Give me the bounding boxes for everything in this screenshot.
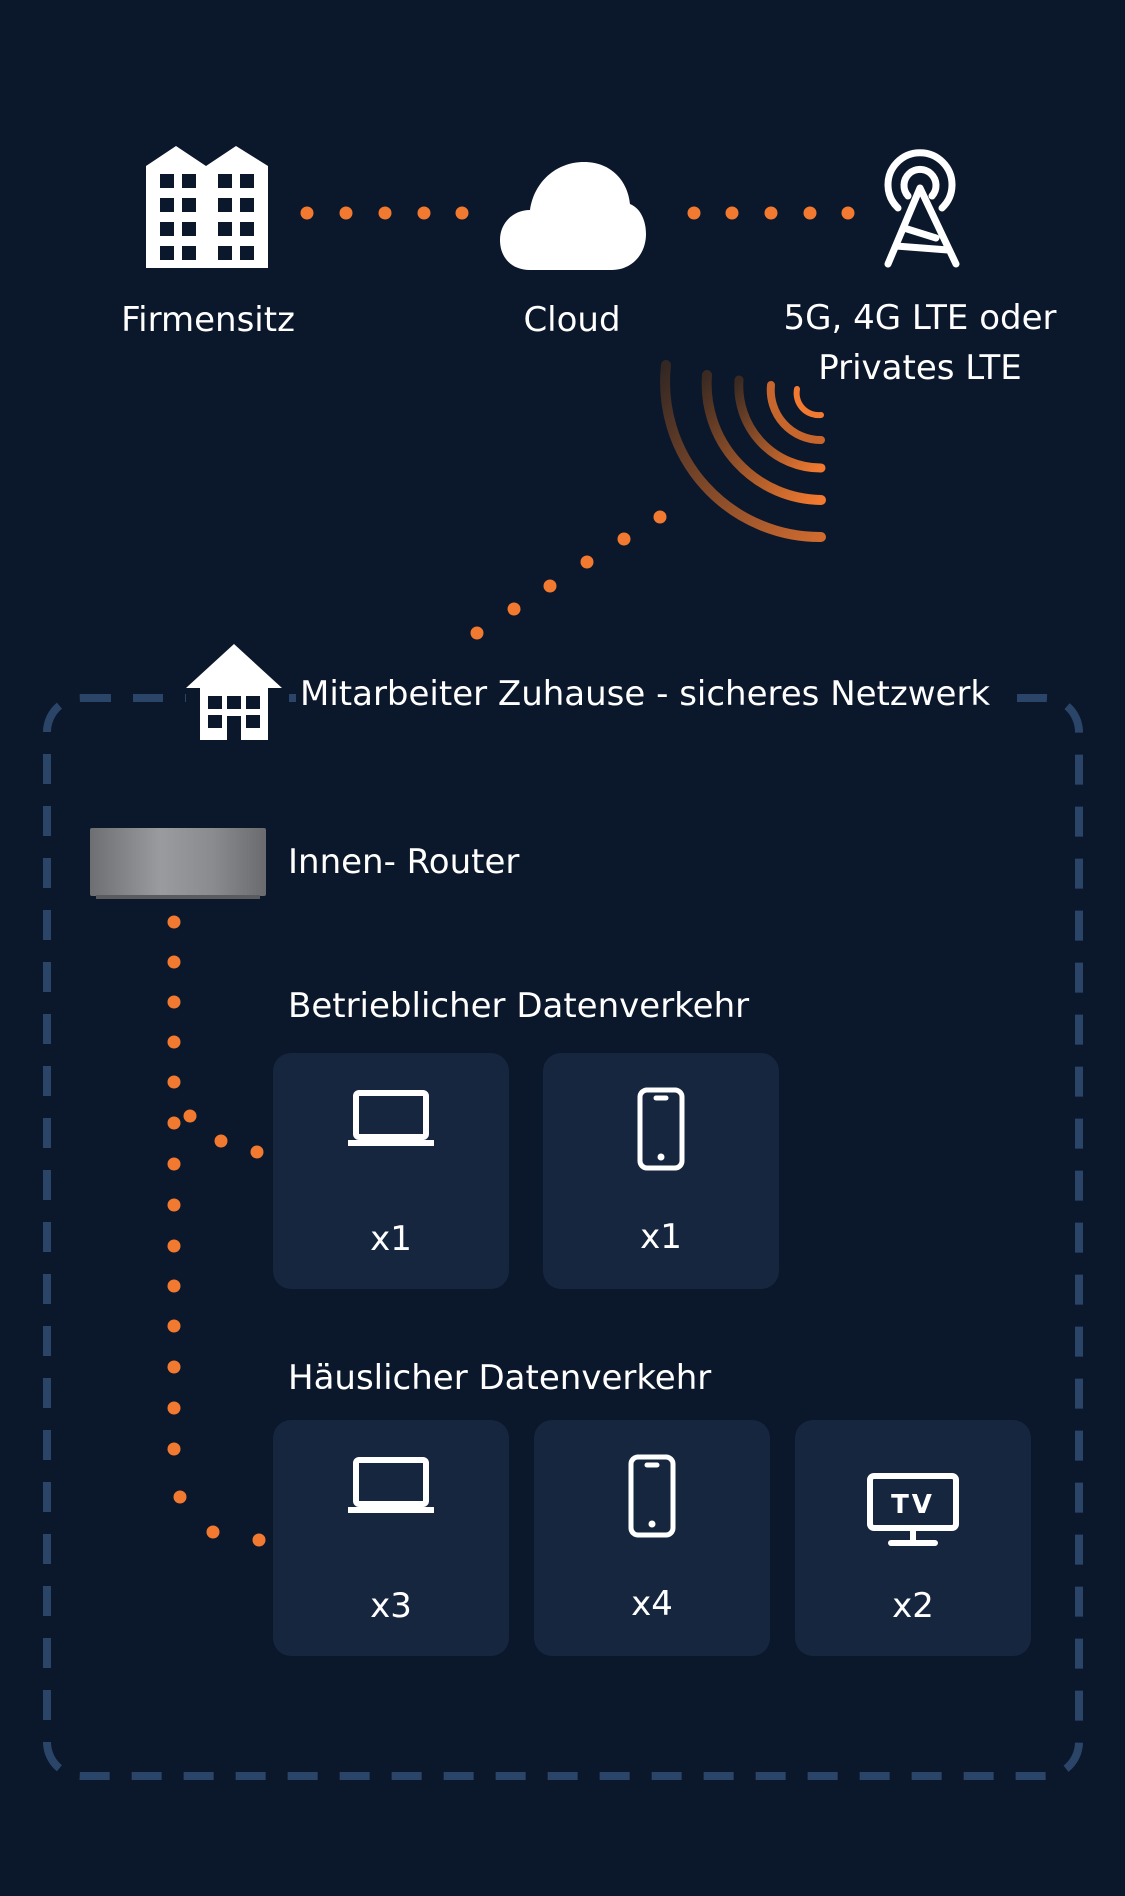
home-laptop-card: x3 [273,1420,509,1656]
tower-home-link [470,510,667,640]
router-label: Innen- Router [288,842,520,882]
home-phone-count: x4 [631,1584,673,1624]
business-phone-card: x1 [543,1053,779,1289]
network-label-line1: 5G, 4G LTE oder [783,298,1057,338]
wireless-signal-arcs [660,360,826,543]
headquarters-node [146,146,268,268]
cloud-tower-link [687,206,855,220]
house-icon [186,644,282,740]
business-phone-count: x1 [640,1217,682,1257]
laptop-icon [348,1457,434,1513]
cell-tower-node [876,146,964,268]
cloud-node [500,160,646,272]
home-traffic-title: Häuslicher Datenverkehr [288,1358,712,1398]
business-laptop-card: x1 [273,1053,509,1289]
home-tv-card: TV x2 [795,1420,1031,1656]
router-device-link [167,915,266,1547]
business-laptop-count: x1 [370,1219,412,1259]
cell-tower-icon [884,149,960,268]
headquarters-label: Firmensitz [121,300,295,340]
cloud-icon [500,162,646,270]
home-tv-count: x2 [892,1586,934,1626]
laptop-icon [348,1090,434,1146]
home-laptop-count: x3 [370,1586,412,1626]
router-base [96,895,260,899]
home-node [186,644,282,740]
router-device [90,828,266,899]
hq-cloud-link [300,206,469,220]
smartphone-icon [637,1087,685,1171]
network-label-line2: Privates LTE [818,348,1022,388]
office-building-icon [146,146,268,268]
tv-icon-text: TV [891,1490,935,1520]
business-traffic-title: Betrieblicher Datenverkehr [288,986,750,1026]
home-phone-card: x4 [534,1420,770,1656]
home-network-title: Mitarbeiter Zuhause - sicheres Netzwerk [296,674,1001,714]
smartphone-icon [628,1454,676,1538]
cloud-label: Cloud [523,300,621,340]
tv-icon: TV [867,1473,959,1546]
